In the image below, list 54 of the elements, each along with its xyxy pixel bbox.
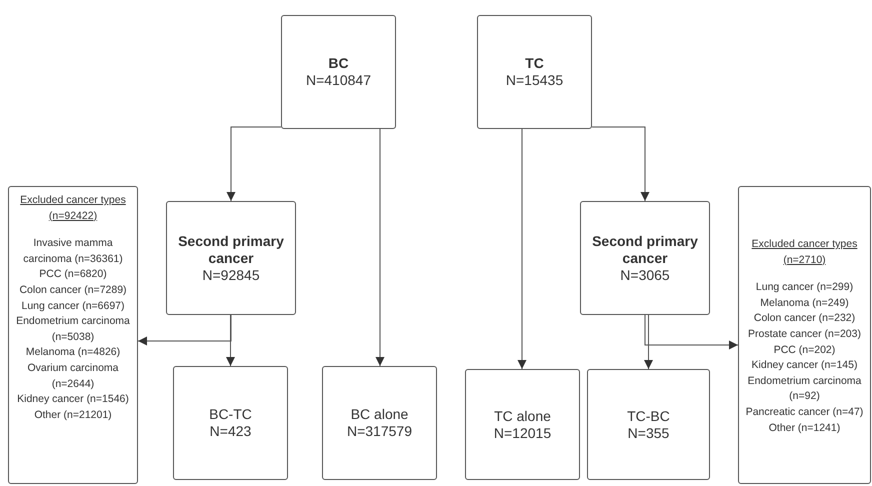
arrow [376, 128, 384, 366]
count-label: N=423 [210, 423, 252, 440]
box-title: BC alone [350, 406, 408, 423]
list-item: Kidney cancer (n=1546) [16, 392, 130, 408]
list-item: Lung cancer (n=6697) [20, 298, 126, 314]
box-title: BC-TC [209, 406, 252, 423]
process-box [477, 15, 592, 129]
process-box [173, 366, 288, 480]
box-title: TC-BC [627, 408, 670, 424]
box-title: TC [525, 55, 544, 72]
count-label: N=12015 [494, 424, 552, 442]
box-heading: Excluded cancer types (n=92422) [19, 193, 127, 224]
list-item: Endometrium carcinoma (n=5038) [15, 314, 131, 345]
box-title: TC alone [494, 408, 551, 424]
process-box [166, 201, 296, 315]
count-label: N=410847 [306, 72, 371, 89]
list-item: Colon cancer (n=7289) [18, 282, 128, 298]
box-title: Second primary cancer [591, 232, 699, 266]
arrow [138, 314, 232, 346]
box-heading: Excluded cancer types (n=2710) [750, 237, 858, 268]
arrow [226, 126, 282, 202]
exclusion-box [738, 186, 871, 484]
arrow [518, 128, 526, 370]
list-item: Ovarium carcinoma (n=2644) [26, 360, 120, 392]
count-label: N=355 [628, 424, 670, 442]
box-title: BC [328, 55, 349, 72]
arrow [644, 314, 653, 370]
list-item: Melanoma (n=4826) [24, 345, 122, 360]
list-item: Lung cancer (n=299) [754, 280, 854, 296]
list-item: PCC (n=6820) [38, 267, 108, 282]
list-item: Kidney cancer (n=145) [750, 358, 858, 374]
list-item: PCC (n=202) [772, 342, 836, 358]
list-item: Melanoma (n=249) [759, 296, 850, 311]
list-item: Pancreatic cancer (n=47) [744, 404, 864, 420]
count-label: N=92845 [202, 266, 260, 284]
count-label: N=15435 [506, 72, 564, 89]
process-box [322, 366, 437, 480]
list-item: Other (n=21201) [33, 408, 113, 423]
process-box [587, 369, 710, 480]
arrow [644, 314, 738, 350]
list-item: Colon cancer (n=232) [752, 311, 856, 326]
count-label: N=317579 [346, 423, 412, 440]
list-item: Invasive mamma carcinoma (n=36361) [22, 236, 124, 267]
arrow [592, 126, 650, 202]
list-item: Endometrium carcinoma (n=92) [746, 374, 862, 404]
list-item: Other (n=1241) [768, 420, 842, 436]
count-label: N=3065 [620, 266, 670, 284]
process-box [580, 201, 710, 315]
arrow [226, 314, 235, 366]
box-title: Second primary cancer [177, 232, 285, 266]
process-box [465, 369, 580, 480]
process-box [281, 15, 396, 129]
exclusion-box [8, 186, 138, 484]
list-item: Prostate cancer (n=203) [747, 326, 862, 342]
